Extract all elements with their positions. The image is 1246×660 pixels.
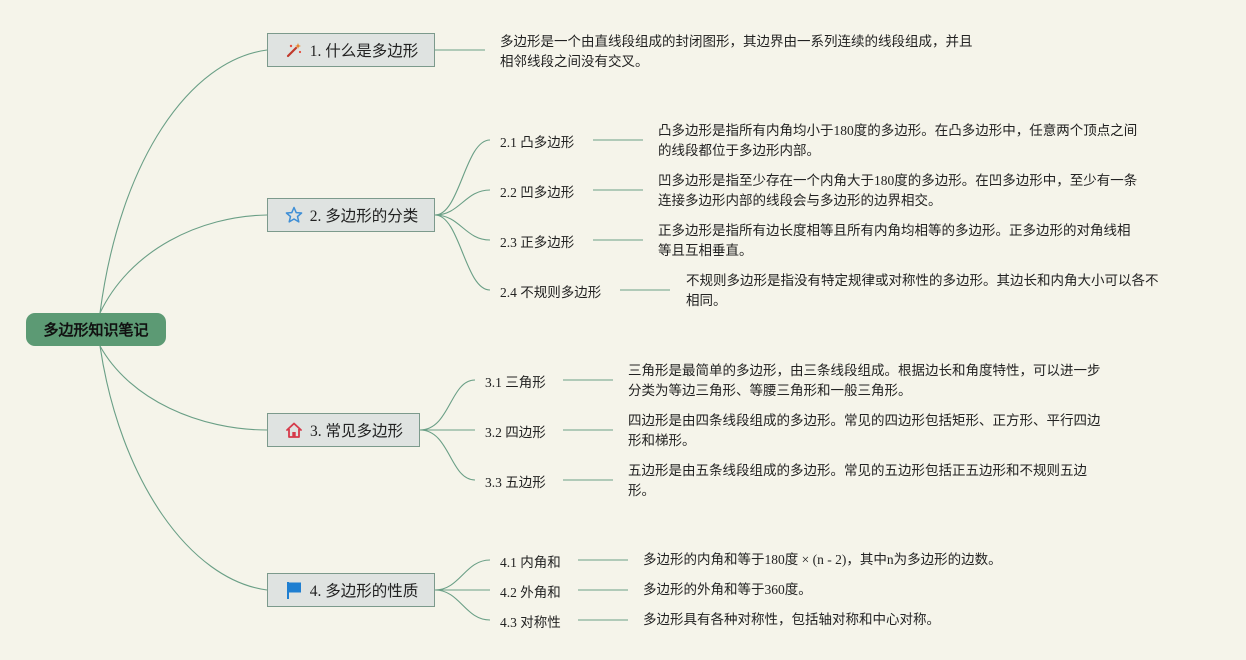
desc-1-line-2: 相邻线段之间没有交叉。: [500, 54, 649, 69]
link-b4-c1: [434, 559, 491, 591]
sub-label: 2.2 凹多边形: [500, 185, 575, 200]
sub-node-4-1[interactable]: 4.1 内角和: [500, 551, 561, 571]
branch-label-2: 2. 多边形的分类: [309, 208, 419, 225]
desc-3-3: 五边形是由五条线段组成的多边形。常见的五边形包括正五边形和不规则五边 形。: [628, 461, 1148, 501]
desc-3-2: 四边形是由四条线段组成的多边形。常见的四边形包括矩形、正方形、平行四边 形和梯形…: [628, 411, 1148, 451]
sub-label: 4.3 对称性: [500, 615, 561, 630]
sub-label: 3.1 三角形: [485, 375, 546, 390]
desc-line: 分类为等边三角形、等腰三角形和一般三角形。: [628, 383, 912, 398]
sub-node-4-2[interactable]: 4.2 外角和: [500, 581, 561, 601]
desc-2-1: 凸多边形是指所有内角均小于180度的多边形。在凸多边形中，任意两个顶点之间 的线…: [658, 121, 1178, 161]
magic-wand-icon: [284, 40, 304, 60]
root-node[interactable]: 多边形知识笔记: [26, 313, 166, 346]
desc-2-2: 凹多边形是指至少存在一个内角大于180度的多边形。在凹多边形中，至少有一条 连接…: [658, 171, 1178, 211]
root-label: 多边形知识笔记: [43, 321, 149, 339]
desc-line: 形和梯形。: [628, 433, 696, 448]
branch-node-3[interactable]: 3. 常见多边形: [267, 413, 420, 447]
sub-label: 4.2 外角和: [500, 585, 561, 600]
desc-line: 的线段都位于多边形内部。: [658, 143, 820, 158]
branch-label-3: 3. 常见多边形: [309, 423, 403, 440]
link-b2-c1: [434, 139, 491, 216]
desc-3-1: 三角形是最简单的多边形，由三条线段组成。根据边长和角度特性，可以进一步 分类为等…: [628, 361, 1148, 401]
sub-label: 2.4 不规则多边形: [500, 285, 602, 300]
sub-node-3-2[interactable]: 3.2 四边形: [485, 421, 546, 441]
sub-node-2-4[interactable]: 2.4 不规则多边形: [500, 281, 601, 301]
desc-line: 多边形具有各种对称性，包括轴对称和中心对称。: [643, 612, 940, 627]
sub-label: 3.3 五边形: [485, 475, 546, 490]
sub-node-2-1[interactable]: 2.1 凸多边形: [500, 131, 574, 151]
branch-label-4: 4. 多边形的性质: [309, 583, 419, 600]
link-b2-c2: [434, 189, 491, 216]
desc-line: 凹多边形是指至少存在一个内角大于180度的多边形。在凹多边形中，至少有一条: [658, 173, 1138, 188]
sub-node-4-3[interactable]: 4.3 对称性: [500, 611, 561, 631]
link-root-b4: [99, 345, 268, 591]
desc-line: 连接多边形内部的线段会与多边形的边界相交。: [658, 193, 942, 208]
desc-line: 相同。: [686, 293, 727, 308]
star-icon: [284, 205, 304, 225]
desc-line: 三角形是最简单的多边形，由三条线段组成。根据边长和角度特性，可以进一步: [628, 363, 1101, 378]
desc-line: 不规则多边形是指没有特定规律或对称性的多边形。其边长和内角大小可以各不: [686, 273, 1159, 288]
desc-line: 五边形是由五条线段组成的多边形。常见的五边形包括正五边形和不规则五边: [628, 463, 1087, 478]
link-b2-c3: [434, 214, 491, 241]
desc-line: 四边形是由四条线段组成的多边形。常见的四边形包括矩形、正方形、平行四边: [628, 413, 1101, 428]
desc-4-2: 多边形的外角和等于360度。: [643, 580, 1203, 600]
link-root-b3: [99, 345, 268, 431]
sub-label: 4.1 内角和: [500, 555, 561, 570]
link-root-b1: [99, 49, 268, 314]
sub-node-3-1[interactable]: 3.1 三角形: [485, 371, 546, 391]
home-icon: [284, 420, 304, 440]
desc-line: 凸多边形是指所有内角均小于180度的多边形。在凸多边形中，任意两个顶点之间: [658, 123, 1138, 138]
desc-line: 等且互相垂直。: [658, 243, 753, 258]
link-root-b2: [99, 214, 268, 314]
sub-label: 3.2 四边形: [485, 425, 546, 440]
link-b3-c3: [419, 429, 476, 481]
desc-line: 形。: [628, 483, 655, 498]
sub-label: 2.1 凸多边形: [500, 135, 575, 150]
link-b2-c4: [434, 214, 491, 291]
desc-line: 正多边形是指所有边长度相等且所有内角均相等的多边形。正多边形的对角线相: [658, 223, 1131, 238]
desc-line: 多边形的内角和等于180度 × (n - 2)，其中n为多边形的边数。: [643, 552, 1002, 567]
desc-1-line-1: 多边形是一个由直线段组成的封闭图形，其边界由一系列连续的线段组成，并且: [500, 34, 973, 49]
desc-1: 多边形是一个由直线段组成的封闭图形，其边界由一系列连续的线段组成，并且 相邻线段…: [500, 32, 1020, 72]
desc-2-4: 不规则多边形是指没有特定规律或对称性的多边形。其边长和内角大小可以各不 相同。: [686, 271, 1206, 311]
desc-2-3: 正多边形是指所有边长度相等且所有内角均相等的多边形。正多边形的对角线相 等且互相…: [658, 221, 1178, 261]
link-b3-c1: [419, 379, 476, 431]
link-b4-c3: [434, 589, 491, 621]
branch-node-4[interactable]: 4. 多边形的性质: [267, 573, 435, 607]
sub-node-3-3[interactable]: 3.3 五边形: [485, 471, 546, 491]
sub-label: 2.3 正多边形: [500, 235, 575, 250]
desc-4-3: 多边形具有各种对称性，包括轴对称和中心对称。: [643, 610, 1203, 630]
desc-line: 多边形的外角和等于360度。: [643, 582, 812, 597]
flag-icon: [284, 580, 304, 600]
branch-node-2[interactable]: 2. 多边形的分类: [267, 198, 435, 232]
sub-node-2-2[interactable]: 2.2 凹多边形: [500, 181, 574, 201]
sub-node-2-3[interactable]: 2.3 正多边形: [500, 231, 574, 251]
branch-node-1[interactable]: 1. 什么是多边形: [267, 33, 435, 67]
desc-4-1: 多边形的内角和等于180度 × (n - 2)，其中n为多边形的边数。: [643, 550, 1203, 570]
branch-label-1: 1. 什么是多边形: [309, 43, 419, 60]
